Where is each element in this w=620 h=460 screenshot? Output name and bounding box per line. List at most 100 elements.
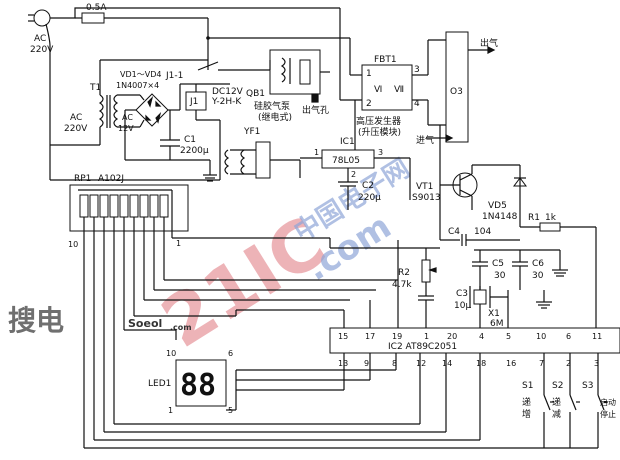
c1-ref: C1 [184,135,196,145]
vd5-ref: VD5 [488,201,507,211]
ac-plug-voltage: 220V [30,45,54,55]
ic1-part: 78L05 [332,156,360,166]
led-pin1: 1 [168,406,173,415]
transistor-vt1 [439,125,520,240]
mcu-pin-12: 12 [416,359,426,368]
switch-s1 [543,353,554,448]
vt1-part: S9013 [412,193,441,203]
c5-value: 30 [494,271,506,281]
led-digits: 88 [180,368,216,403]
mcu-pin-15: 15 [338,332,348,341]
hv-generator-fbt1 [354,39,446,150]
fbt-pin2: 2 [366,99,372,109]
watermark-soso-en: Soeol [128,317,162,330]
ic1-pin2: 2 [351,170,356,179]
rectifier-refs: VD1～VD4 [120,70,161,79]
relay-model: Y-2H-K [211,97,242,107]
mcu-name: IC2 AT89C2051 [388,342,457,352]
led-ref: LED1 [148,379,171,389]
led-pin10: 10 [166,349,176,358]
relay-rating: DC12V [212,87,244,97]
mcu-pin-2: 2 [566,359,571,368]
c2-ref: C2 [362,181,374,191]
led-display [175,359,227,407]
watermark-soso-cn: 搜电 [8,304,64,337]
x1-freq: 6M [490,319,504,329]
valve-yf1 [224,141,301,179]
s1-label-b: 增 [522,408,531,420]
ac-plug [28,7,340,180]
mcu-pin-17: 17 [365,332,375,341]
watermark-layer: 21IC .com 中国电子网 搜电 Soeol .com [8,153,415,363]
mcu-pin-6: 6 [566,332,571,341]
pump-label: 硅胶气泵 [254,100,290,112]
relay-coil-label: J1 [189,97,198,107]
crystal-x1 [469,286,509,328]
relay-contact-j1-1 [197,60,271,71]
c6-ref: C6 [532,259,544,269]
s2-label-a: 递 [552,396,561,408]
c5-ref: C5 [492,259,504,269]
c6-value: 30 [532,271,544,281]
mcu-pin-16: 16 [506,359,516,368]
transformer-secondary-ac: AC [122,113,133,122]
mcu-pin-8: 8 [392,359,397,368]
x1-ref: X1 [488,309,500,319]
s3-label-a: 启动 [600,397,616,407]
fbt-title: 高压发生器 [356,115,401,127]
led-pin6: 6 [228,349,233,358]
rpack-part: A102J [98,174,124,184]
c1-value: 2200μ [180,146,209,156]
pump-outlet: 出气孔 [302,104,329,116]
r1-value: 1k [545,213,557,223]
ozone-in-label: 进气 [416,134,434,146]
resistor-r1 [539,222,561,232]
relay-contact-label: J1-1 [165,71,183,81]
fbt-ref: FBT1 [374,55,397,65]
capacitor-c5 [472,249,560,290]
mcu-pin-9: 9 [364,359,369,368]
watermark-soso-domain: .com [170,323,192,332]
ozone-ref: O3 [450,87,463,97]
r1-ref: R1 [528,213,540,223]
capacitor-c4 [440,234,520,246]
bridge-rectifier [124,83,196,160]
vd5-part: 1N4148 [482,212,518,222]
r2-ref: R2 [398,268,410,278]
mcu-pin-4: 4 [479,332,484,341]
mcu-pin-10: 10 [536,332,546,341]
rectifier-part: 1N4007×4 [116,81,159,90]
c3-ref: C3 [456,289,468,299]
reset-network [329,238,440,328]
switch-s2 [569,353,580,448]
mcu-pin-18: 18 [476,359,486,368]
fuse-symbol [81,12,105,24]
rpack-wiring [83,217,398,448]
fbt-pin4: 4 [414,99,420,109]
fbt-pin1: 1 [366,69,372,79]
ac-plug-label: AC [34,34,46,44]
fbt-pin3: 3 [414,65,420,75]
mcu-pin-1: 1 [424,332,429,341]
vt1-ref: VT1 [416,182,433,192]
fbt-coil-a: Ⅵ [374,85,382,95]
ic1-pin3: 3 [378,148,383,157]
mcu-pin-20: 20 [447,332,457,341]
transformer-primary-v: 220V [64,124,88,134]
s1-ref: S1 [522,381,533,391]
air-pump-qb1 [269,49,330,103]
s3-ref: S3 [582,381,593,391]
led-pin5: 5 [228,406,233,415]
fbt-coil-b: Ⅶ [394,85,404,95]
mcu-pin-13: 13 [338,359,348,368]
mcu-pin-11: 11 [592,332,602,341]
pump-ref: QB1 [246,89,265,99]
c2-value: 220μ [358,193,381,203]
mcu-pin-14: 14 [442,359,452,368]
s1-label-a: 递 [522,396,531,408]
mcu-pin-3: 3 [594,359,599,368]
mcu-ic2 [329,327,620,354]
mcu-pin-7: 7 [539,359,544,368]
rpack-pin10: 10 [68,240,78,249]
